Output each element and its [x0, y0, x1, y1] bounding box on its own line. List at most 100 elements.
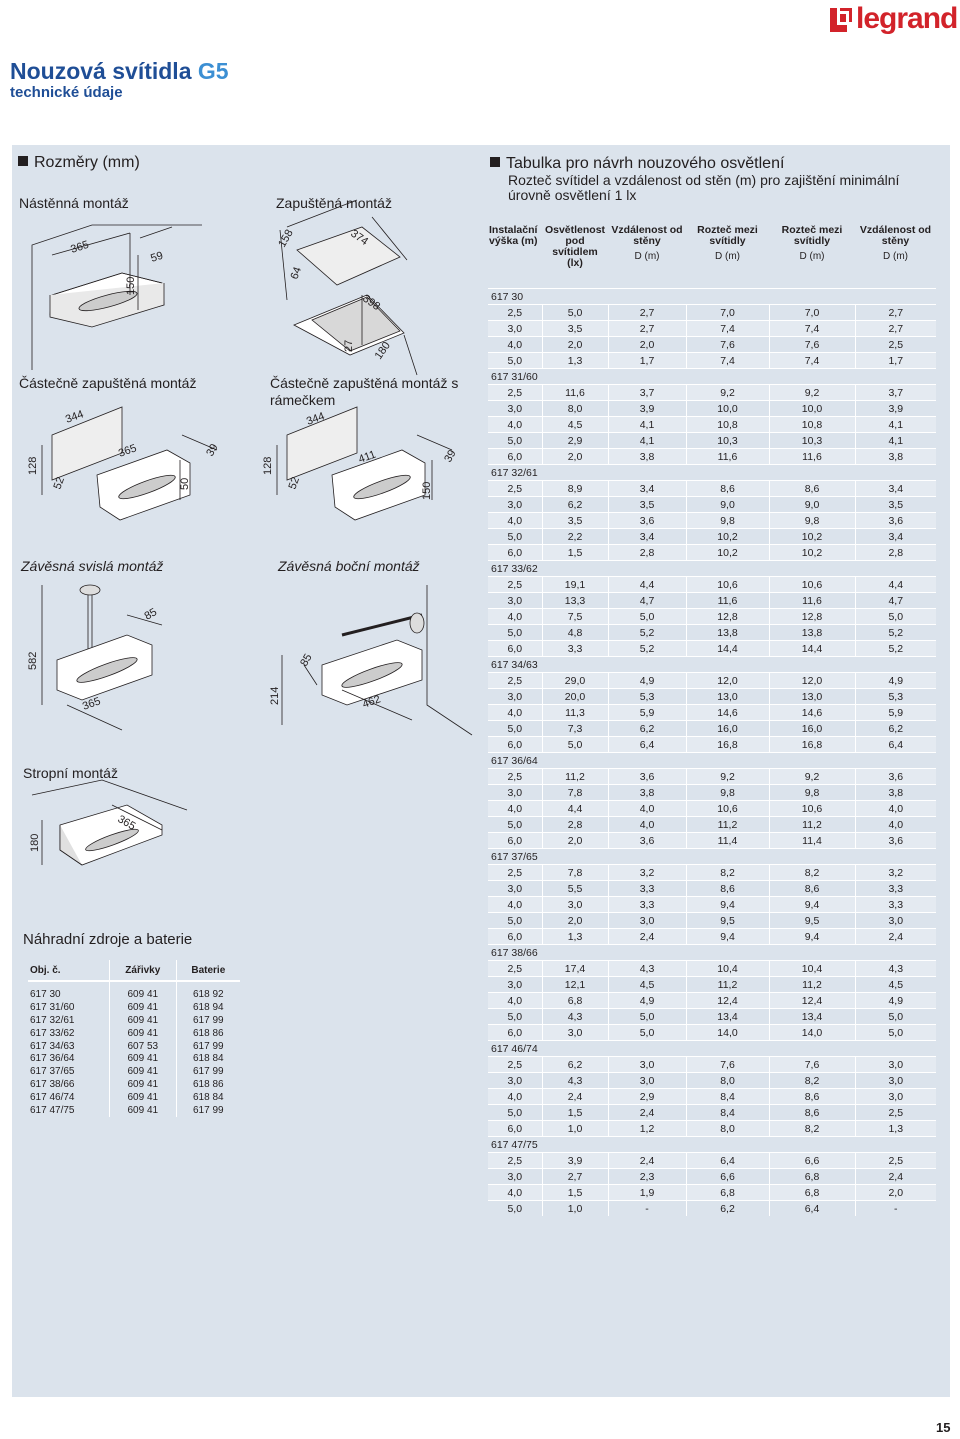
table-cell: 3,6	[607, 832, 686, 849]
table-cell: 2,4	[607, 1104, 686, 1121]
svg-text:50: 50	[179, 478, 191, 490]
table-cell: 9,4	[768, 928, 855, 945]
svg-text:85: 85	[298, 652, 315, 669]
table-cell: 6,0	[488, 832, 542, 849]
table-cell: 5,0	[488, 432, 542, 449]
table-cell: 7,4	[768, 320, 855, 337]
table-cell: 2,5	[488, 960, 542, 977]
table-cell: 12,4	[768, 992, 855, 1009]
table-cell: 5,2	[854, 624, 936, 641]
spares-col-order: Obj. č.	[28, 960, 110, 982]
table-cell: 11,6	[768, 448, 855, 465]
title-accent: G5	[197, 58, 229, 84]
table-cell: 8,0	[685, 1072, 769, 1089]
table-cell: 4,1	[854, 416, 936, 433]
table-cell: 2,2	[541, 528, 608, 545]
table-cell: 6,0	[488, 736, 542, 753]
table-cell: 1,7	[607, 352, 686, 369]
table-cell: 2,5	[854, 336, 936, 353]
svg-text:85: 85	[143, 606, 160, 623]
title-main: Nouzová svítidla	[10, 58, 192, 84]
table-cell: 11,4	[685, 832, 769, 849]
table-cell: 10,6	[685, 800, 769, 817]
brand-name: legrand	[856, 2, 958, 35]
table-cell: 3,6	[854, 832, 936, 849]
table-cell: 3,8	[607, 784, 686, 801]
table-cell: 10,2	[685, 544, 769, 561]
spares-cell: 617 99	[175, 1014, 240, 1028]
legrand-mark-icon	[830, 8, 852, 32]
spares-cell: 609 41	[109, 1027, 177, 1041]
table-cell: 4,1	[607, 416, 686, 433]
spares-cell: 617 32/61	[30, 1014, 75, 1026]
group-row: 617 46/74	[488, 1040, 936, 1057]
table-cell: 7,6	[768, 336, 855, 353]
table-cell: 4,8	[541, 624, 608, 641]
table-cell: 6,8	[541, 992, 608, 1009]
table-cell: 6,8	[768, 1168, 855, 1185]
table-cell: 19,1	[541, 576, 608, 593]
table-cell: 8,2	[768, 864, 855, 881]
dimensions-section: Rozměry (mm) Nástěnná montáž Zapuštěná m…	[12, 145, 482, 1397]
table-cell: 3,9	[607, 400, 686, 417]
spares-cell: 607 53	[109, 1040, 177, 1053]
table-cell: 3,0	[854, 1088, 936, 1105]
table-cell: 4,3	[607, 960, 686, 977]
table-cell: 5,0	[541, 304, 608, 321]
table-cell: 13,3	[541, 592, 608, 609]
svg-text:128: 128	[27, 457, 39, 475]
table-cell: 11,6	[685, 592, 769, 609]
table-cell: 3,0	[854, 1072, 936, 1089]
table-cell: 3,0	[854, 912, 936, 929]
table-cell: 3,7	[854, 384, 936, 401]
page-number: 15	[936, 1420, 951, 1435]
table-cell: 5,0	[541, 736, 608, 753]
table-cell: 4,0	[488, 1088, 542, 1105]
table-cell: 6,2	[685, 1200, 769, 1216]
table-cell: 8,4	[685, 1088, 769, 1105]
table-cell: 1,9	[607, 1184, 686, 1201]
table-cell: 9,2	[768, 384, 855, 401]
table-cell: 16,0	[768, 720, 855, 737]
table-cell: 8,9	[541, 480, 608, 497]
table-cell: 6,6	[768, 1152, 855, 1169]
table-cell: 11,4	[768, 832, 855, 849]
square-bullet-icon	[18, 156, 28, 166]
table-cell: 4,5	[854, 976, 936, 993]
table-cell: 12,1	[541, 976, 608, 993]
table-cell: 4,9	[854, 672, 936, 689]
table-cell: 14,6	[768, 704, 855, 721]
table-cell: 20,0	[541, 688, 608, 705]
table-cell: 6,0	[488, 448, 542, 465]
table-cell: 4,3	[541, 1072, 608, 1089]
table-cell: 1,3	[541, 352, 608, 369]
table-cell: 2,5	[854, 1152, 936, 1169]
spares-header-row: Obj. č. Zářivky Baterie	[28, 960, 240, 982]
table-cell: 13,4	[685, 1008, 769, 1025]
table-cell: 4,0	[488, 416, 542, 433]
table-cell: 9,5	[685, 912, 769, 929]
table-cell: 2,0	[541, 336, 608, 353]
table-cell: 6,8	[685, 1184, 769, 1201]
table-cell: 3,0	[607, 1056, 686, 1073]
table-cell: 29,0	[541, 672, 608, 689]
table-cell: 10,2	[685, 528, 769, 545]
svg-text:128: 128	[262, 457, 274, 475]
group-label: 617 33/62	[488, 560, 936, 577]
